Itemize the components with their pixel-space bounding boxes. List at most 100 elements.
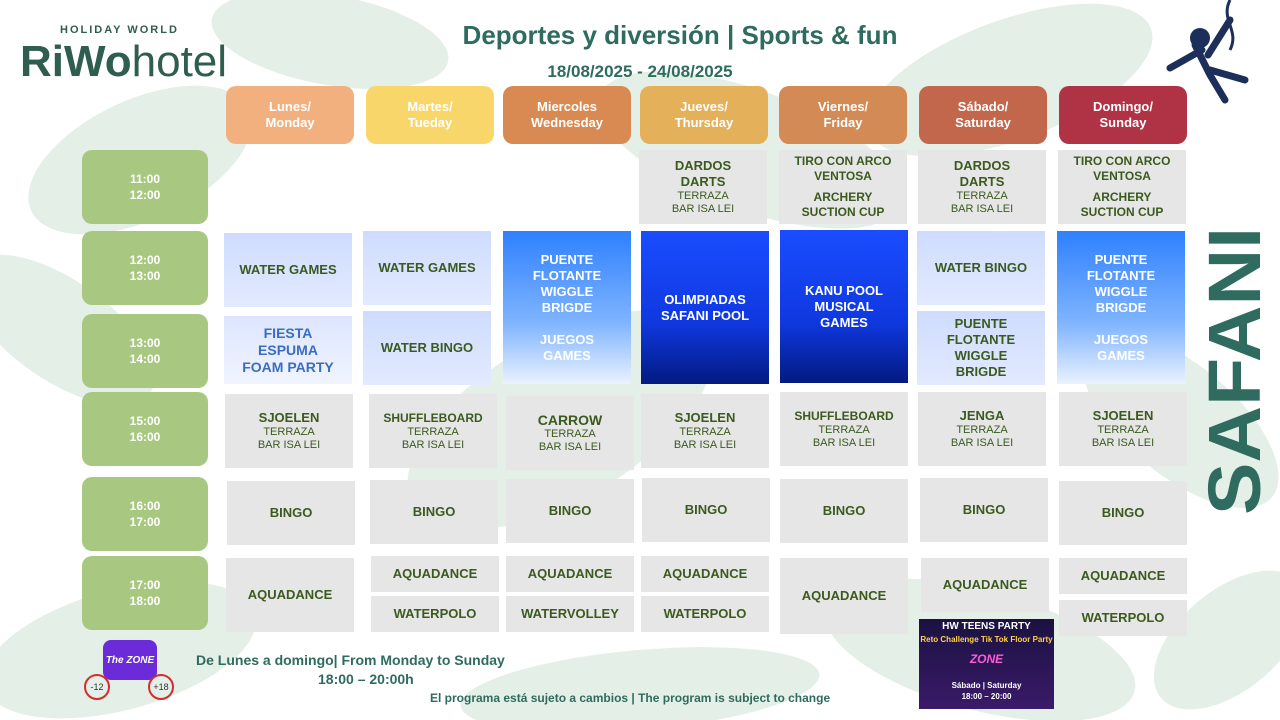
time-start: 15:00 bbox=[129, 414, 161, 428]
disclaimer: El programa está sujeto a cambios | The … bbox=[430, 691, 831, 705]
activity-name: JUEGOS bbox=[539, 331, 595, 347]
activity-name-en: BRIGDE bbox=[541, 299, 593, 315]
activity-aquadance-monday: AQUADANCE bbox=[226, 558, 354, 632]
brand-hotel: hotel bbox=[131, 37, 228, 86]
activity-aquadance-friday: AQUADANCE bbox=[780, 558, 908, 634]
activity-name: BINGO bbox=[962, 502, 1006, 517]
activity-name-en: BRIGDE bbox=[955, 364, 1007, 379]
time-end: 13:00 bbox=[129, 269, 161, 283]
activity-waterpolo-tuesday: WATERPOLO bbox=[371, 596, 499, 632]
activity-location: TERRAZA bbox=[263, 426, 315, 438]
activity-aquadance-thursday: AQUADANCE bbox=[641, 556, 769, 592]
time-end: 12:00 bbox=[129, 188, 161, 202]
activity-watervolley-wednesday: WATERVOLLEY bbox=[506, 596, 634, 632]
schedule-hours: 18:00 – 20:00h bbox=[318, 671, 414, 687]
activity-name: SJOELEN bbox=[674, 410, 736, 425]
activity-location: TERRAZA bbox=[956, 190, 1008, 202]
age-restriction-under-12-icon: -12 bbox=[84, 674, 110, 700]
activity-name: AQUADANCE bbox=[1080, 568, 1166, 583]
activity-name: ESPUMA bbox=[258, 341, 318, 358]
activity-name: DARDOS bbox=[674, 158, 732, 173]
activity-name-en: SUCTION CUP bbox=[801, 205, 885, 219]
day-header-friday: Viernes/Friday bbox=[779, 86, 907, 144]
activity-name: PUENTE bbox=[1094, 251, 1148, 267]
activity-name: FIESTA bbox=[263, 324, 313, 341]
activity-name-en: FOAM PARTY bbox=[242, 358, 334, 375]
activity-aquadance-sunday: AQUADANCE bbox=[1059, 558, 1187, 594]
teens-day: Sábado | Saturday bbox=[951, 681, 1022, 690]
activity-bingo-sunday: BINGO bbox=[1059, 481, 1187, 545]
day-header-sunday: Domingo/Sunday bbox=[1059, 86, 1187, 144]
activity-name: BINGO bbox=[684, 502, 728, 517]
time-end: 18:00 bbox=[129, 594, 161, 608]
activity-archery-friday: TIRO CON ARCO VENTOSA ARCHERY SUCTION CU… bbox=[779, 150, 907, 224]
activity-aquadance-saturday: AQUADANCE bbox=[921, 558, 1049, 612]
activity-name: FLOTANTE bbox=[1086, 267, 1156, 283]
safani-text: SAFANI bbox=[1193, 227, 1276, 515]
activity-name: WATER GAMES bbox=[378, 260, 476, 275]
activity-location: TERRAZA bbox=[1097, 424, 1149, 436]
activity-name: AQUADANCE bbox=[942, 577, 1028, 592]
activity-location: TERRAZA bbox=[679, 426, 731, 438]
activity-name-en: GAMES bbox=[1097, 347, 1145, 363]
teens-time: 18:00 – 20:00 bbox=[961, 692, 1012, 701]
teens-title: HW TEENS PARTY bbox=[942, 621, 1031, 632]
monkey-mascot-icon bbox=[1166, 0, 1249, 104]
activity-name: BINGO bbox=[1101, 505, 1145, 520]
activity-name: PUENTE bbox=[954, 316, 1008, 331]
activity-location: BAR ISA LEI bbox=[671, 203, 735, 215]
activity-name: PUENTE bbox=[540, 251, 594, 267]
activity-name-en: DARTS bbox=[959, 174, 1005, 189]
activity-location: BAR ISA LEI bbox=[673, 439, 737, 451]
activity-water-bingo-tuesday: WATER BINGO bbox=[363, 311, 491, 385]
activity-location: TERRAZA bbox=[956, 424, 1008, 436]
the-zone-logo: The ZONE bbox=[103, 640, 157, 680]
day-header-monday: Lunes/Monday bbox=[226, 86, 354, 144]
activity-water-bingo-saturday: WATER BINGO bbox=[917, 231, 1045, 305]
page-title: Deportes y diversión | Sports & fun bbox=[462, 20, 898, 50]
activity-name: OLIMPIADAS bbox=[664, 291, 746, 307]
activity-bingo-friday: BINGO bbox=[780, 479, 908, 543]
day-line1: Miercoles bbox=[537, 99, 597, 114]
activity-floating-bridge-sunday: PUENTE FLOTANTE WIGGLE BRIGDE JUEGOS GAM… bbox=[1057, 231, 1185, 384]
activity-name-en: SUCTION CUP bbox=[1080, 205, 1164, 219]
activity-bingo-wednesday: BINGO bbox=[506, 479, 634, 543]
activity-name: GAMES bbox=[820, 314, 868, 330]
activity-kanu-pool-friday: KANU POOL MUSICAL GAMES bbox=[780, 230, 908, 383]
activity-name: WATER BINGO bbox=[934, 260, 1028, 275]
activity-water-games-monday: WATER GAMES bbox=[224, 233, 352, 307]
activity-location: BAR ISA LEI bbox=[950, 203, 1014, 215]
activity-name: BINGO bbox=[269, 505, 313, 520]
activity-location: BAR ISA LEI bbox=[1091, 437, 1155, 449]
time-start: 12:00 bbox=[129, 253, 161, 267]
teens-zone: ZONE bbox=[969, 652, 1004, 666]
activity-location: TERRAZA bbox=[677, 190, 729, 202]
activity-name: AQUADANCE bbox=[392, 566, 478, 581]
brand-holiday-world: HOLIDAY WORLD bbox=[60, 24, 179, 36]
day-line2: Monday bbox=[265, 115, 315, 130]
activity-name: BINGO bbox=[548, 503, 592, 518]
activity-location: BAR ISA LEI bbox=[401, 439, 465, 451]
activity-name: WATERVOLLEY bbox=[521, 606, 619, 621]
activity-name-en: WIGGLE bbox=[954, 348, 1008, 363]
activity-name: TIRO CON ARCO bbox=[794, 154, 892, 168]
activity-aquadance-wednesday: AQUADANCE bbox=[506, 556, 634, 592]
activity-name: KANU POOL bbox=[805, 282, 883, 298]
day-line1: Jueves/ bbox=[680, 99, 728, 114]
time-start: 16:00 bbox=[129, 499, 161, 513]
activity-location: BAR ISA LEI bbox=[812, 437, 876, 449]
activity-foam-party-monday: FIESTA ESPUMA FOAM PARTY bbox=[224, 316, 352, 384]
activity-name: WATERPOLO bbox=[663, 606, 747, 621]
brand-logo: RiWohotel bbox=[20, 40, 227, 84]
activity-name-en: DARTS bbox=[680, 174, 726, 189]
activity-aquadance-tuesday: AQUADANCE bbox=[371, 556, 499, 592]
activity-name: TIRO CON ARCO bbox=[1073, 154, 1171, 168]
